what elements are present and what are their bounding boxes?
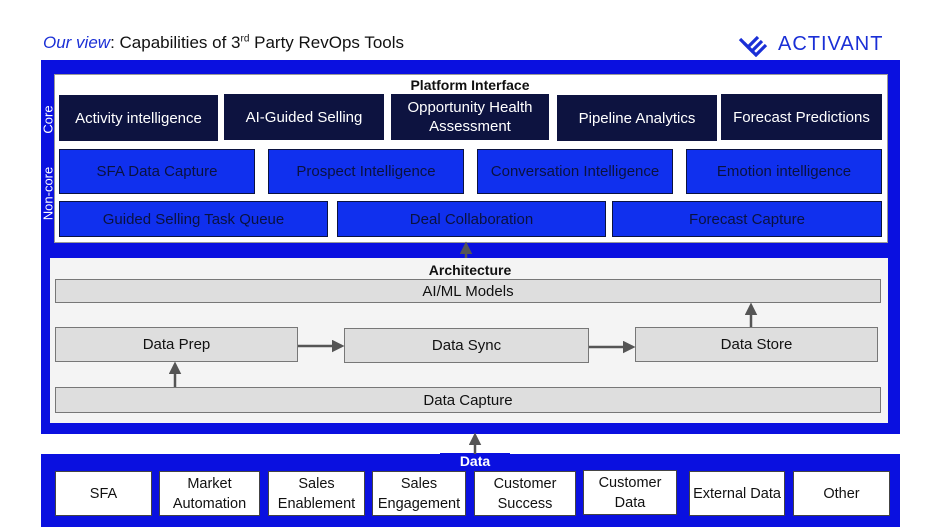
title-main: : Capabilities of 3 <box>110 33 241 52</box>
noncore-item-prospect-intelligence: Prospect Intelligence <box>268 149 464 194</box>
title-rest: Party RevOps Tools <box>249 33 405 52</box>
data-item-customer-success: Customer Success <box>474 471 576 516</box>
activant-logo: ACTIVANT <box>738 30 883 58</box>
data-item-external-data: External Data <box>689 471 785 516</box>
data-item-sales-engagement: Sales Engagement <box>372 471 466 516</box>
title-superscript: rd <box>240 33 250 45</box>
data-capture-box: Data Capture <box>55 387 881 413</box>
data-item-sales-enablement: Sales Enablement <box>268 471 365 516</box>
noncore-item-sfa-data-capture: SFA Data Capture <box>59 149 255 194</box>
core-item-opportunity-health: Opportunity Health Assessment <box>391 94 549 140</box>
data-item-customer-data: Customer Data <box>583 470 677 515</box>
noncore-item-conversation-intelligence: Conversation Intelligence <box>477 149 673 194</box>
data-store-box: Data Store <box>635 327 878 362</box>
ai-ml-models-box: AI/ML Models <box>55 279 881 303</box>
data-sync-box: Data Sync <box>344 328 589 363</box>
platform-interface-title: Platform Interface <box>410 77 530 93</box>
data-item-other: Other <box>793 471 890 516</box>
chevron-stripes-icon <box>738 35 768 57</box>
page-title: Our view: Capabilities of 3rd Party RevO… <box>43 33 404 53</box>
core-item-pipeline-analytics: Pipeline Analytics <box>557 95 717 141</box>
data-item-sfa: SFA <box>55 471 152 516</box>
noncore-item-guided-selling-task-queue: Guided Selling Task Queue <box>59 201 328 237</box>
core-item-forecast-predictions: Forecast Predictions <box>721 94 882 140</box>
data-prep-box: Data Prep <box>55 327 298 362</box>
title-prefix: Our view <box>43 33 111 52</box>
noncore-item-deal-collaboration: Deal Collaboration <box>337 201 606 237</box>
data-title: Data <box>440 453 510 469</box>
noncore-item-forecast-capture: Forecast Capture <box>612 201 882 237</box>
logo-text: ACTIVANT <box>778 32 884 55</box>
core-item-ai-guided-selling: AI-Guided Selling <box>224 94 384 140</box>
data-item-market-automation: Market Automation <box>159 471 260 516</box>
core-item-activity-intelligence: Activity intelligence <box>59 95 218 141</box>
architecture-title: Architecture <box>428 262 512 278</box>
noncore-item-emotion-intelligence: Emotion intelligence <box>686 149 882 194</box>
